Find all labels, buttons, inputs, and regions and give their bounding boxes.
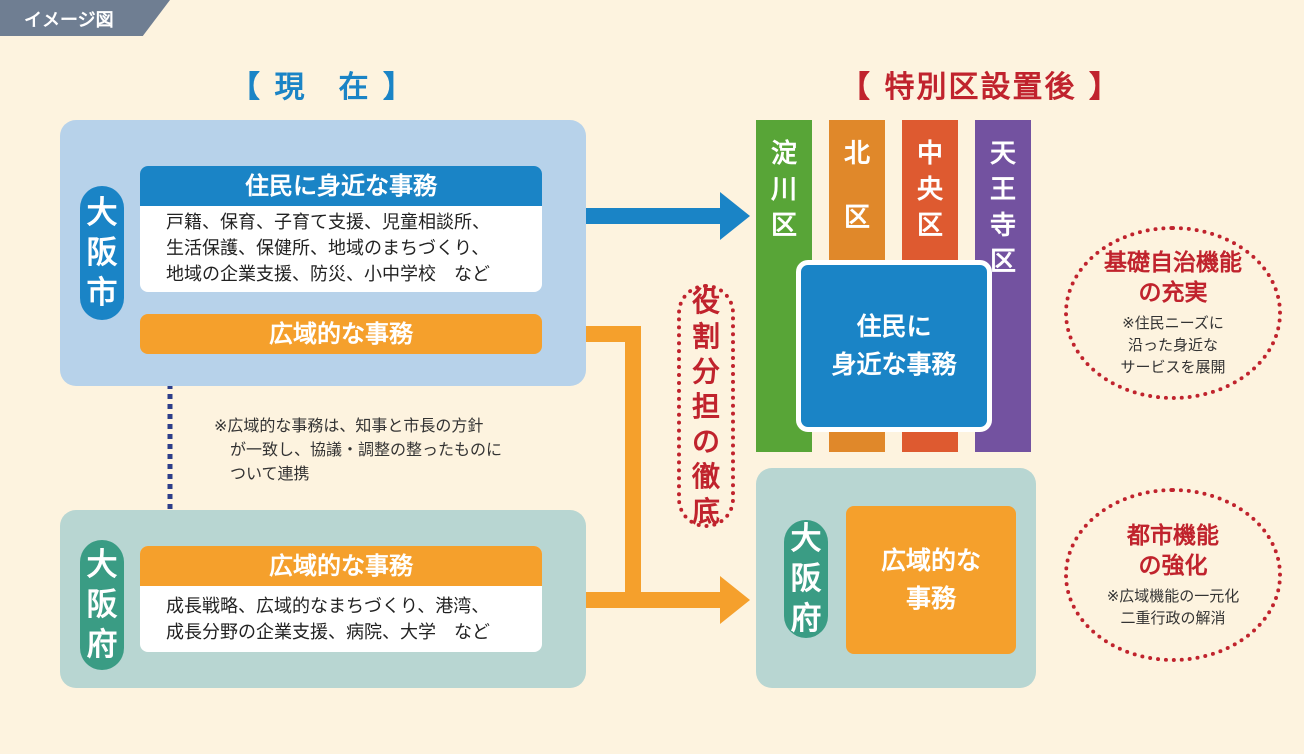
image-tag-label: イメージ図 [24, 10, 114, 31]
urban-function-title: 都市機能 の強化 [1127, 523, 1219, 579]
basic-autonomy-circle: 基礎自治機能 の充実 ※住民ニーズに 沿った身近な サービスを展開 [1064, 226, 1282, 400]
orange-arrow-vertical [625, 326, 641, 608]
role-division-label: 役割分担の徹底 [677, 284, 735, 528]
urban-function-note: ※広域機能の一元化 二重行政の解消 [1106, 587, 1240, 627]
prefecture-wide-heading: 広域的な事務 [140, 546, 542, 586]
prefecture-after-label: 大阪府 [784, 520, 828, 638]
urban-function-circle: 都市機能 の強化 ※広域機能の一元化 二重行政の解消 [1064, 488, 1282, 662]
coordination-note: ※広域的な事務は、知事と市長の方針 が一致し、協議・調整の整ったものに ついて連… [214, 416, 503, 483]
ward-local-affairs-box: 住民に身近な事務 [796, 260, 992, 432]
basic-autonomy-title: 基礎自治機能 の充実 [1104, 250, 1242, 306]
city-local-text: 戸籍、保育、子育て支援、児童相談所、 生活保護、保健所、地域のまちづくり、 地域… [166, 212, 490, 285]
current-title: 【 現 在 】 [230, 70, 415, 105]
image-tag: イメージ図 [0, 0, 170, 36]
orange-arrow-bottom [540, 592, 724, 608]
after-title: 【 特別区設置後 】 [840, 70, 1121, 105]
city-wide-heading: 広域的な事務 [140, 314, 542, 354]
blue-arrow-head [720, 192, 750, 240]
basic-autonomy-note: ※住民ニーズに 沿った身近な サービスを展開 [1120, 314, 1226, 376]
city-local-heading: 住民に身近な事務 [140, 166, 542, 206]
city-label: 大阪市 [80, 186, 124, 320]
orange-arrow-head [720, 576, 750, 624]
prefecture-wide-affairs-box: 広域的な事務 [846, 506, 1016, 654]
prefecture-wide-text: 成長戦略、広域的なまちづくり、港湾、 成長分野の企業支援、病院、大学 など [166, 596, 490, 643]
prefecture-label: 大阪府 [80, 540, 124, 670]
